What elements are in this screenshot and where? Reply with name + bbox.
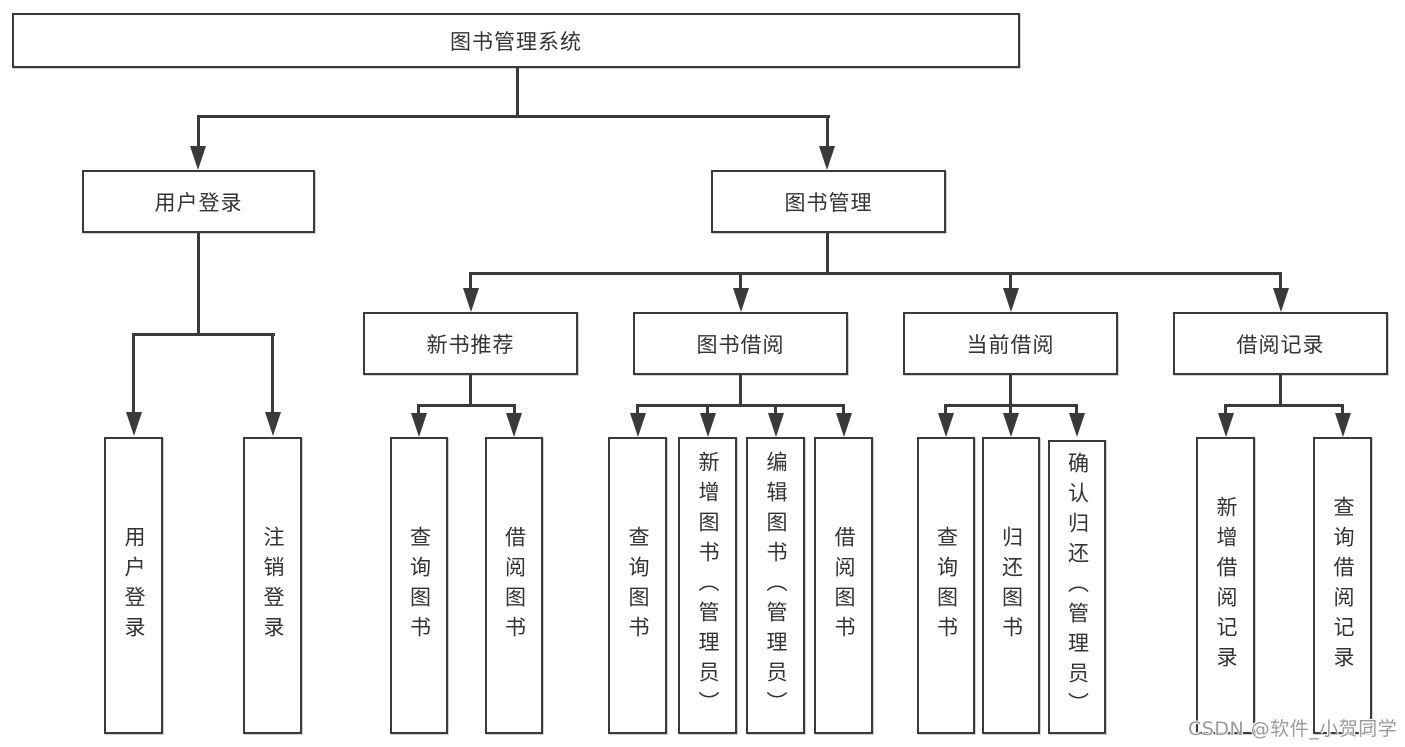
- connector-line: [417, 404, 420, 416]
- connector-line: [417, 404, 516, 407]
- node-library-management-system: 图书管理系统: [12, 13, 1020, 68]
- connector-line: [1224, 404, 1344, 407]
- connector-line: [132, 333, 135, 414]
- node-book-management: 图书管理: [711, 170, 946, 233]
- connector-line: [739, 272, 742, 290]
- node-query-books-borrow: 查询图书: [608, 437, 667, 734]
- connector-line: [944, 404, 947, 416]
- arrowhead: [836, 413, 852, 437]
- connector-line: [1279, 272, 1282, 290]
- arrowhead: [1273, 288, 1289, 312]
- connector-line: [132, 333, 275, 336]
- arrowhead: [126, 412, 142, 436]
- arrowhead: [265, 412, 281, 436]
- node-add-book-admin: 新增图书（管理员）: [678, 437, 737, 734]
- connector-line: [271, 333, 274, 414]
- node-query-books-current: 查询图书: [917, 437, 975, 734]
- csdn-watermark: CSDN @软件_小贺同学: [1188, 718, 1398, 740]
- connector-line: [469, 272, 1282, 275]
- connector-line: [469, 272, 472, 290]
- node-book-borrowing: 图书借阅: [633, 312, 848, 375]
- node-new-book-recommendation: 新书推荐: [363, 312, 578, 375]
- arrowhead: [630, 413, 646, 437]
- arrowhead: [463, 288, 479, 312]
- arrowhead: [700, 413, 716, 437]
- arrowhead: [1069, 413, 1085, 437]
- arrowhead: [1003, 288, 1019, 312]
- node-borrow-books: 借阅图书: [814, 437, 873, 734]
- node-user-login: 用户登录: [82, 170, 315, 233]
- connector-line: [842, 404, 845, 416]
- connector-line: [197, 233, 200, 336]
- connector-line: [1009, 404, 1012, 416]
- arrowhead: [411, 413, 427, 437]
- connector-line: [826, 233, 829, 275]
- node-login: 用户登录: [104, 437, 163, 734]
- connector-line: [1009, 272, 1012, 290]
- connector-line: [774, 404, 777, 416]
- connector-line: [636, 404, 639, 416]
- connector-line: [469, 375, 472, 407]
- node-return-books: 归还图书: [982, 437, 1040, 734]
- connector-line: [1341, 404, 1344, 416]
- connector-line: [516, 68, 519, 118]
- arrowhead: [190, 146, 206, 170]
- connector-line: [197, 115, 200, 150]
- connector-line: [706, 404, 709, 416]
- node-logout: 注销登录: [243, 437, 302, 734]
- connector-line: [1009, 375, 1012, 407]
- connector-line: [739, 375, 742, 407]
- arrowhead: [819, 146, 835, 170]
- connector-line: [1075, 404, 1078, 416]
- connector-line: [197, 115, 830, 118]
- connector-line: [826, 115, 829, 150]
- node-query-borrow-record: 查询借阅记录: [1313, 437, 1372, 734]
- node-borrow-books-recommend: 借阅图书: [485, 437, 543, 734]
- connector-line: [1224, 404, 1227, 416]
- connector-line: [636, 404, 845, 407]
- arrowhead: [768, 413, 784, 437]
- arrowhead: [1003, 413, 1019, 437]
- node-query-books-recommend: 查询图书: [390, 437, 448, 734]
- node-add-borrow-record: 新增借阅记录: [1196, 437, 1255, 734]
- connector-line: [1279, 375, 1282, 407]
- arrowhead: [938, 413, 954, 437]
- arrowhead: [1218, 413, 1234, 437]
- node-current-borrowing: 当前借阅: [903, 312, 1118, 375]
- node-borrowing-records: 借阅记录: [1173, 312, 1388, 375]
- connector-line: [513, 404, 516, 416]
- node-confirm-return-admin: 确认归还（管理员）: [1048, 440, 1106, 734]
- arrowhead: [506, 413, 522, 437]
- arrowhead: [1335, 413, 1351, 437]
- arrowhead: [733, 288, 749, 312]
- node-edit-book-admin: 编辑图书（管理员）: [746, 437, 805, 734]
